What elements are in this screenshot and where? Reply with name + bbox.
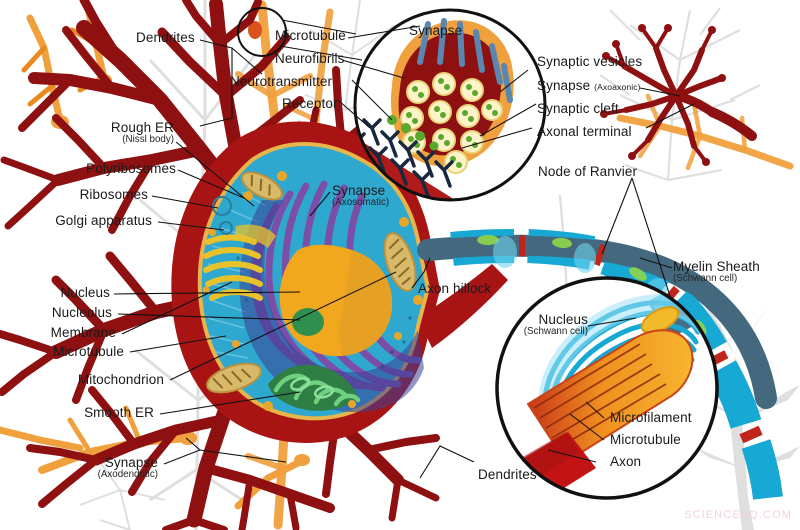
label-axonal-terminal: Axonal terminal xyxy=(537,124,632,139)
label-synapse-axosomatic-sub: (Axosomatic) xyxy=(332,197,390,209)
label-microtubule-soma: Microtubule xyxy=(53,344,124,359)
label-synapse-axosomatic: Synapse(Axosomatic) xyxy=(332,183,390,209)
axon-terminal-tree xyxy=(602,26,757,164)
label-receptor: Receptor xyxy=(282,96,338,111)
rough-er-field xyxy=(239,200,424,413)
label-ribosomes: Ribosomes xyxy=(79,187,148,202)
label-nucleus-schwann-sub: (Schwann cell) xyxy=(523,326,588,338)
schwann-nucleus xyxy=(640,306,680,334)
label-synapse-axoaxonic-sub: (Axoaxonic) xyxy=(594,82,641,92)
label-synaptic-cleft: Synaptic cleft xyxy=(537,101,619,116)
label-synapse-inset-title: Synapse xyxy=(409,23,463,38)
label-myelin-sheath: Myelin Sheath(Schwann cell) xyxy=(673,259,760,285)
label-synapse-axodendritic-sub: (Axodendritic) xyxy=(97,469,158,481)
label-golgi-apparatus: Golgi apparatus xyxy=(55,213,152,228)
label-dendrites-top: Dendrites xyxy=(136,30,195,45)
label-synapse-axoaxonic: Synapse (Axoaxonic) xyxy=(537,78,641,93)
axon-and-myelin xyxy=(417,229,783,500)
label-polyribosomes: Polyribosomes xyxy=(86,161,176,176)
label-axon-hillock: Axon hillock xyxy=(418,281,492,296)
label-nucleolus: Nucleolus xyxy=(51,305,112,320)
cytoplasm-speck xyxy=(236,256,412,368)
label-axon: Axon xyxy=(610,454,642,469)
synaptic-vesicle xyxy=(400,72,503,174)
neurotransmitter-molecule xyxy=(387,115,439,151)
schwann-cell-inset xyxy=(495,276,719,500)
label-smooth-er: Smooth ER xyxy=(84,405,154,420)
synapse-callout-marker xyxy=(237,7,287,57)
label-nucleus-soma: Nucleus xyxy=(60,285,110,300)
label-nucleus-schwann: Nucleus(Schwann cell) xyxy=(512,312,588,338)
label-rough-er: Rough ER(Nissl body) xyxy=(96,120,174,146)
label-myelin-sheath-sub: (Schwann cell) xyxy=(673,273,738,285)
background-ghost-neurons xyxy=(79,0,761,530)
polyribosome-dots xyxy=(202,171,423,411)
smooth-er xyxy=(268,364,361,411)
label-membrane: Membrane xyxy=(50,325,116,340)
label-neurofibrils: Neurofibrils xyxy=(275,51,345,66)
golgi-cap xyxy=(234,224,276,248)
label-microtubule-axon: Microtubule xyxy=(610,432,681,447)
label-mitochondrion: Mitochondrion xyxy=(77,372,164,387)
mitochondrion xyxy=(206,171,417,394)
synapse-inset xyxy=(353,8,547,202)
label-synapse-axodendritic: Synapse(Axodendritic) xyxy=(68,455,158,481)
nucleolus xyxy=(292,308,324,336)
label-rough-er-sub: (Nissl body) xyxy=(122,134,174,146)
label-microtubule-top: Microtubule xyxy=(275,28,346,43)
leader-lines xyxy=(113,19,695,479)
axon-terminal-bouton xyxy=(600,24,726,166)
ribosome xyxy=(212,196,233,235)
label-synaptic-vesicles: Synaptic vesicles xyxy=(537,54,643,69)
label-node-of-ranvier: Node of Ranvier xyxy=(538,164,638,179)
golgi-apparatus xyxy=(203,234,263,301)
watermark: SCIENCEAQ.COM xyxy=(684,509,792,521)
label-dendrites-bottom: Dendrites xyxy=(478,467,537,482)
label-neurotransmitter: Neurotransmitter xyxy=(230,74,333,89)
label-microfilament: Microfilament xyxy=(610,410,692,425)
